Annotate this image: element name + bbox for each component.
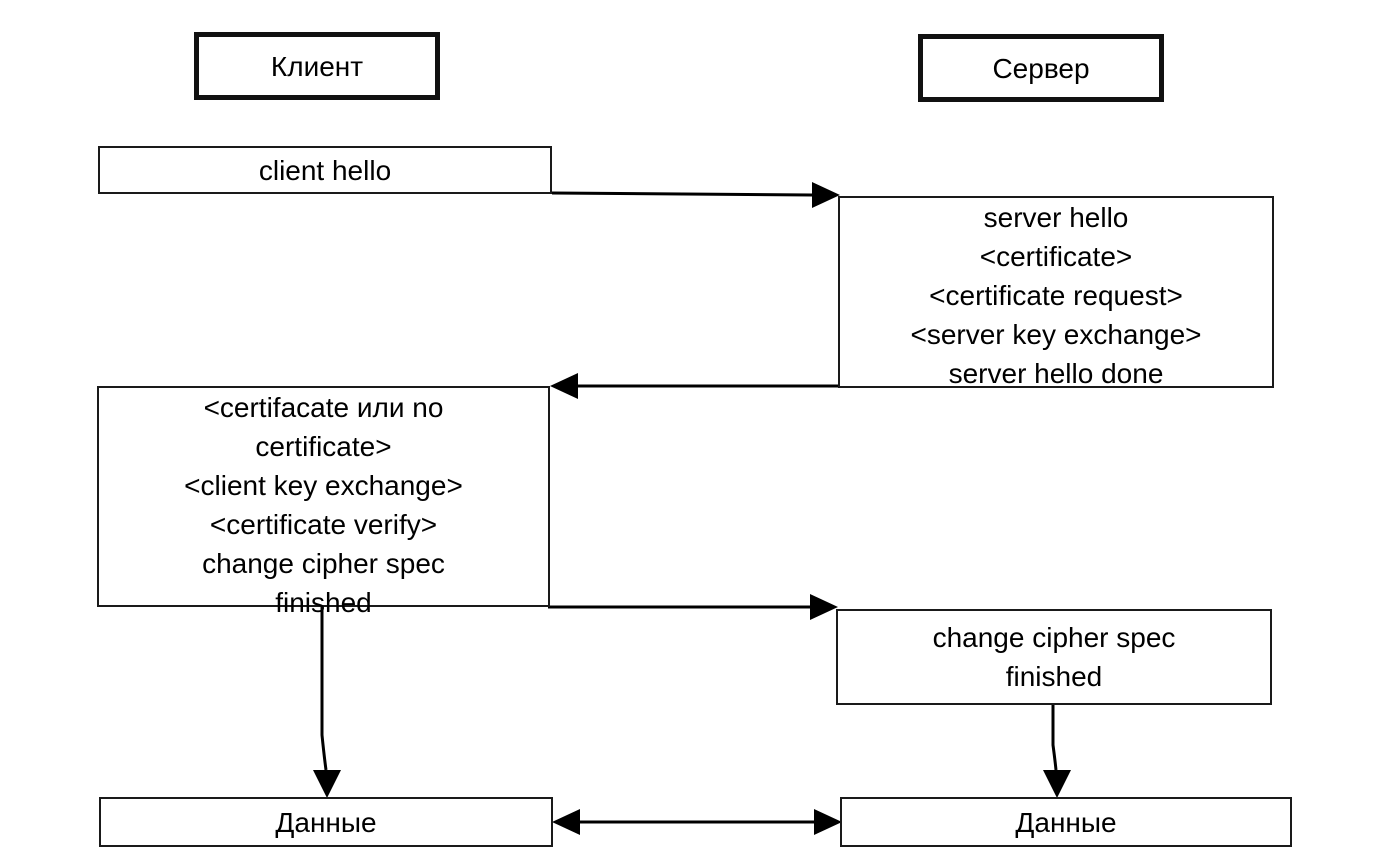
arrowhead-client-finished — [810, 594, 838, 620]
arrowhead-data-left — [552, 809, 580, 835]
server-hello-box: server hello <certificate> <certificate … — [838, 196, 1274, 389]
server-data-box: Данные — [840, 797, 1292, 847]
server-step1-line: <server key exchange> — [910, 319, 1202, 350]
client-hello-label: client hello — [258, 154, 392, 186]
client-key-exchange-box: <certifacate или no certificate> <client… — [97, 386, 550, 618]
arrow-client-hello-to-server — [551, 191, 813, 197]
client-header: Клиент — [194, 32, 440, 100]
client-data-box: Данные — [99, 797, 553, 847]
arrowhead-client-data — [313, 770, 341, 798]
server-step1-line: <certificate> — [979, 241, 1133, 272]
client-header-label: Клиент — [270, 50, 364, 82]
server-header: Сервер — [918, 34, 1164, 102]
client-step2-line: <certificate verify> — [209, 509, 438, 540]
server-step1-line: server hello done — [948, 358, 1164, 389]
arrow-server-to-data — [1051, 705, 1058, 771]
arrow-client-to-data — [320, 607, 328, 771]
arrowhead-server-hello — [550, 373, 578, 399]
client-hello-box: client hello — [98, 146, 552, 194]
client-step2-line: <client key exchange> — [184, 470, 463, 501]
client-step2-line: change cipher spec — [202, 548, 445, 579]
server-step2-line: finished — [1005, 661, 1103, 692]
client-step2-line: certificate> — [255, 431, 392, 462]
server-step1-line: server hello — [983, 202, 1129, 233]
arrowhead-client-hello — [812, 182, 840, 208]
client-step2-line: finished — [275, 587, 372, 618]
client-data-label: Данные — [275, 806, 377, 838]
server-finished-box: change cipher spec finished — [836, 609, 1272, 705]
arrowhead-data-right — [814, 809, 842, 835]
client-step2-line: <certifacate или no — [203, 392, 444, 423]
server-step2-line: change cipher spec — [932, 622, 1176, 653]
server-data-label: Данные — [1015, 806, 1117, 838]
server-step1-line: <certificate request> — [929, 280, 1183, 311]
arrowhead-server-data — [1043, 770, 1071, 798]
server-header-label: Сервер — [992, 52, 1090, 84]
